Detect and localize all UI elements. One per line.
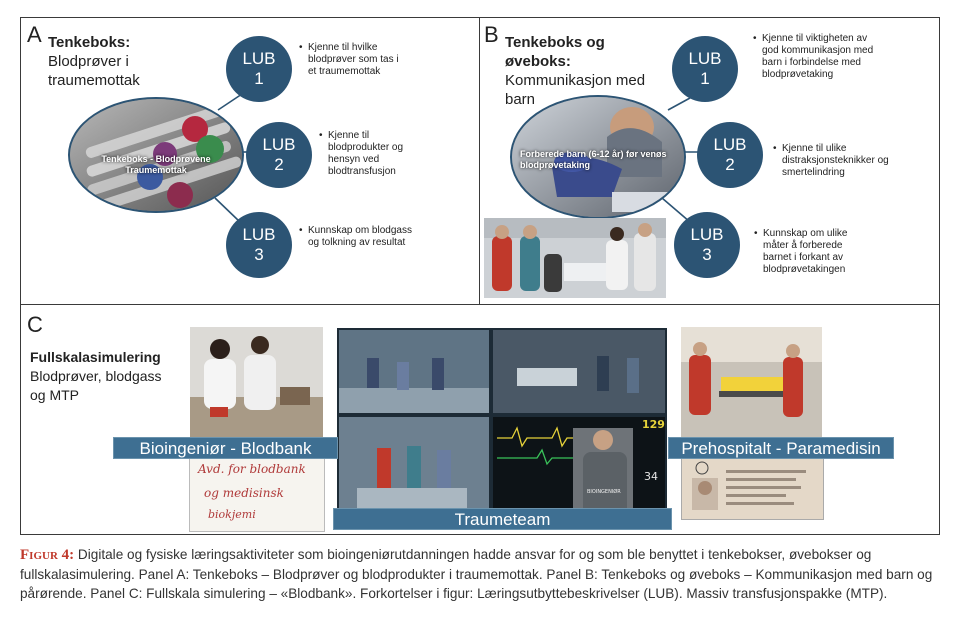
band-bioingenior-blodbank: Bioingeniør - Blodbank [113,437,338,459]
vest-text: BIOINGENIØR [587,488,621,495]
panel-b-title: Tenkeboks og øveboks:Kommunikasjon med b… [505,34,646,108]
band-prehospitalt-paramedisin: Prehospitalt - Paramedisin [668,437,894,459]
lub-b-3-text: Kunnskap om ulike måter å forberede barn… [754,228,873,276]
figure-label: Figur 4: [20,547,75,563]
lub-a-1-text: Kjenne til hvilke blodprøver som tas i e… [299,42,408,78]
lab-illustration [190,327,323,437]
panel-a-label: A [27,22,42,47]
figure-caption: Figur 4: Digitale og fysiske læringsakti… [20,545,942,603]
video-grid-illustration: 129 34 BIOINGENIØR [339,330,665,521]
paramedic-scene-illustration [484,218,666,298]
blood-tubes-illustration [70,99,242,211]
band-traumeteam: Traumeteam [333,508,672,530]
lub-a-3-text: Kunnskap om blodgass og tolkning av resu… [299,225,413,249]
lub-a-2-text: Kjenne til blodprodukter og hensyn ved b… [319,130,423,178]
lub-b-1-text: Kjenne til viktigheten av god kommunikas… [753,33,874,81]
panel-b-label: B [484,22,499,47]
panel-a-title: Tenkeboks: Blodprøver i traumemottak [48,34,140,89]
monitor-value: 129 [642,418,665,431]
figure-caption-text: Digitale og fysiske læringsaktiviteter s… [20,547,933,601]
id-card-illustration [682,456,823,519]
id-card-photo [681,455,824,520]
trauma-room-video-grid: 129 34 BIOINGENIØR [337,328,667,523]
note-line-2: og medisinsk [204,486,284,500]
blood-tubes-photo: Tenkeboks - Blodprøvene Traumemottak [68,97,244,213]
note-line-3: biokjemi [208,508,256,521]
lub-b-2-text: Kjenne til ulike distraksjonsteknikker o… [773,143,907,179]
blood-bank-note-photo: Avd. for blodbank og medisinsk biokjemi [189,455,325,532]
child-bloodtest-illustration [512,97,684,217]
note-line-1: Avd. for blodbank [198,462,306,476]
paramedic-photo [681,327,822,437]
lab-photo [190,327,323,437]
paramedic-scene-photo [484,218,666,298]
monitor-value-2: 34 [644,470,658,483]
panel-b-oval-caption: Forberede barn (6-12 år) før venøs blodp… [520,149,667,170]
panel-c-label: C [27,312,43,337]
child-bloodtest-photo: Forberede barn (6-12 år) før venøs blodp… [510,95,686,219]
paramedic-illustration [681,327,822,437]
panel-a-oval-caption: Tenkeboks - Blodprøvene Traumemottak [101,154,211,175]
